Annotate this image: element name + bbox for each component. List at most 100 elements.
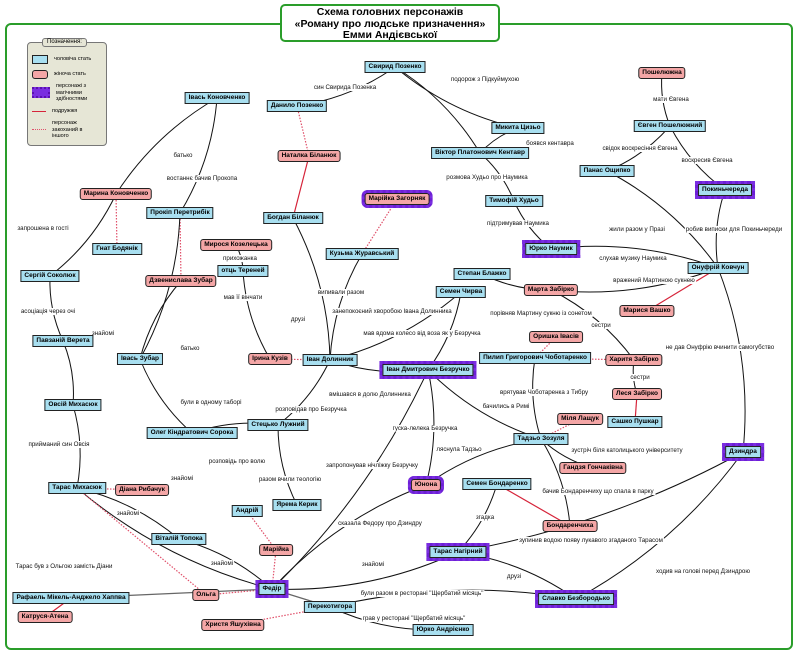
character-node-male[interactable]: Рафаель Мікель-Анджело Хаппва	[12, 592, 130, 604]
character-node-male[interactable]: Тарас Михасюк	[48, 482, 106, 494]
edge-label: підтримував Наумика	[487, 220, 550, 227]
edge-label: жили разом у Празі	[609, 226, 665, 233]
character-node-male[interactable]: Семен Бондаренко	[462, 478, 532, 490]
edge-label-bg	[629, 374, 652, 381]
edge-label-bg	[325, 462, 420, 469]
character-node-female[interactable]: Марина Коновченко	[79, 188, 153, 200]
title-line-2: «Роману про людське призначення»	[294, 17, 486, 30]
character-node-male[interactable]: Івась Коновченко	[184, 92, 250, 104]
character-node-male[interactable]: Микита Цизьо	[491, 122, 545, 134]
edge-label-bg	[525, 140, 576, 147]
character-node-male[interactable]: Кузьма Журавський	[325, 248, 399, 260]
legend-label: персонаж закоханий в іншого	[52, 120, 83, 139]
edge-label: ляснула Тадзьо	[436, 446, 482, 453]
legend-item-spouse: подружжя	[32, 108, 77, 115]
edge-label-bg	[328, 391, 413, 398]
edge-label: мав її вінчати	[224, 294, 263, 301]
edge-label-bg	[664, 344, 776, 351]
character-node-male[interactable]: Івась Зубар	[116, 353, 164, 365]
character-node-female[interactable]: Марійка	[259, 544, 293, 556]
character-node-male[interactable]: Дзиндра	[722, 443, 764, 461]
character-node-female[interactable]: Христя Яшухівна	[201, 619, 265, 631]
edge-label-bg	[316, 289, 366, 296]
character-node-male[interactable]: Овсій Михасюк	[44, 399, 102, 411]
character-node-female[interactable]: Оришка Івасів	[529, 331, 583, 343]
edge-love	[115, 193, 118, 250]
character-node-male[interactable]: Тарас Нагірний	[426, 543, 490, 561]
edge-label-bg	[601, 145, 680, 152]
edge-label-bg	[541, 488, 656, 495]
character-node-female[interactable]: Мирося Козелецька	[200, 239, 272, 251]
character-node-male[interactable]: Данило Позенко	[266, 100, 328, 112]
character-node-male[interactable]: Сашко Пушкар	[607, 416, 663, 428]
edge-label: Тарас був з Ольгою замість Діани	[16, 563, 113, 570]
edge-rel	[271, 484, 427, 590]
edge-label: син Свирида Позенка	[314, 84, 377, 91]
character-node-male[interactable]: Сергій Соколюк	[20, 270, 80, 282]
edge-rel	[179, 97, 218, 214]
character-node-male[interactable]: Тимофій Худьо	[485, 195, 543, 207]
character-node-female[interactable]: Гандзя Гончаківна	[559, 462, 627, 474]
edge-label-bg	[360, 561, 386, 568]
character-node-female[interactable]: Марта Забірко	[523, 284, 579, 296]
character-node-male[interactable]: Пилип Григорович Чоботаренко	[479, 352, 591, 364]
character-node-female[interactable]: Марися Вашко	[619, 305, 675, 317]
character-node-male[interactable]: Юрко Наумик	[522, 240, 580, 258]
edge-label: знайомі	[211, 560, 233, 567]
character-node-female[interactable]: Марійка Загорняк	[361, 190, 433, 208]
character-node-female[interactable]: Леся Забірко	[612, 388, 662, 400]
character-node-male[interactable]: Андрій	[231, 505, 263, 517]
character-node-male[interactable]: Олег Кіндратович Сорока	[146, 427, 238, 439]
character-node-male[interactable]: Богдан Біланюк	[263, 212, 323, 224]
edge-label: мати Євгена	[653, 96, 689, 103]
character-node-female[interactable]: Ірина Кузів	[248, 353, 292, 365]
character-node-male[interactable]: Іван Дмитрович Безручко	[379, 361, 477, 379]
character-node-female[interactable]: Наталка Біланюк	[277, 150, 341, 162]
character-node-male[interactable]: Гнат Бодянік	[92, 243, 142, 255]
character-node-female[interactable]: Катруся-Атена	[17, 611, 73, 623]
edge-label-bg	[481, 403, 531, 410]
character-node-male[interactable]: Віктор Платонович Кентавр	[431, 147, 529, 159]
character-node-female[interactable]: Ольга	[192, 589, 220, 601]
character-node-male[interactable]: Онуфрій Ковчун	[687, 262, 749, 274]
edge-label: сестри	[630, 374, 650, 381]
character-node-female[interactable]: Міля Лащук	[557, 413, 603, 425]
character-node-male[interactable]: Прокіп Перетрибік	[146, 207, 214, 219]
character-node-male[interactable]: Панас Ощипко	[579, 165, 635, 177]
character-node-male[interactable]: отць Тереней	[217, 265, 269, 277]
edge-label: зупинив водою появу лукавого згаданого Т…	[519, 537, 663, 544]
character-node-male[interactable]: Стецько Лужний	[247, 419, 309, 431]
character-node-male[interactable]: Павзаній Верета	[32, 335, 94, 347]
edge-label: гуска-лелека Безручка	[393, 425, 458, 432]
character-node-male[interactable]: Славко Безбородько	[535, 590, 617, 608]
legend-label: подружжя	[52, 108, 78, 114]
edge-label-bg	[257, 476, 323, 483]
character-node-male[interactable]: Тадзьо Зозуля	[513, 433, 569, 445]
character-node-male[interactable]: Свирид Позенко	[364, 61, 426, 73]
character-node-female[interactable]: Юнона	[407, 476, 445, 494]
character-node-male[interactable]: Ярема Керик	[272, 499, 322, 511]
character-node-male[interactable]: Віталій Топока	[151, 533, 207, 545]
character-node-male[interactable]: Перекотигора	[303, 601, 357, 613]
edge-label: робив виписки для Покиньчереди	[686, 226, 783, 233]
edge-label-bg	[331, 308, 454, 315]
character-node-female[interactable]: Дзвенислава Зубар	[145, 275, 217, 287]
character-node-female[interactable]: Бондаренчиха	[542, 520, 598, 532]
character-node-male[interactable]: Євген Пошелюжний	[633, 120, 707, 132]
character-node-female[interactable]: Діана Рибачук	[115, 484, 169, 496]
edge-rel	[271, 551, 459, 590]
character-node-male[interactable]: Степан Блажко	[453, 268, 511, 280]
character-node-female[interactable]: Пошелюжна	[638, 67, 686, 79]
edge-label: згадка	[476, 514, 495, 521]
character-node-male[interactable]: Семен Чирва	[435, 286, 487, 298]
character-node-male[interactable]: Покиньчереда	[695, 181, 755, 199]
character-node-male[interactable]: Юрко Андрієнко	[412, 624, 474, 636]
male-swatch-icon	[32, 55, 48, 64]
diagram-title: Схема головних персонажів «Роману про лю…	[280, 4, 500, 42]
character-node-male[interactable]: Федір	[255, 580, 289, 598]
edge-label-bg	[222, 294, 264, 301]
edge-label: занепокоєний хворобою Івана Долинника	[332, 308, 452, 315]
character-node-female[interactable]: Харитя Забірко	[605, 354, 663, 366]
character-node-male[interactable]: Іван Долинник	[302, 354, 358, 366]
edge-label: разом вчили теологію	[259, 476, 322, 483]
